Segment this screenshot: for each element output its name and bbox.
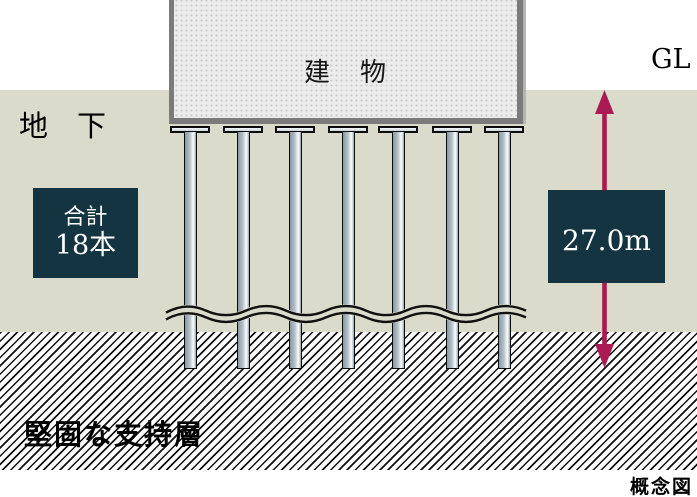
building: 建 物 (169, 0, 526, 124)
building-wall-texture (174, 0, 517, 118)
ground-level-label: GL (651, 44, 691, 75)
total-piles-box: 合計 18本 (33, 188, 138, 278)
pile (392, 131, 405, 369)
total-piles-line1: 合計 (63, 204, 108, 230)
bearing-stratum-label: 堅固な支持層 (24, 418, 205, 451)
pile (289, 131, 302, 369)
building-label: 建 物 (303, 58, 388, 88)
total-piles-line2: 18本 (54, 230, 117, 262)
depth-value: 27.0m (562, 224, 651, 257)
caption: 概念図 (630, 476, 694, 497)
pile (446, 131, 459, 369)
break-wave-lines (158, 296, 538, 336)
depth-box: 27.0m (548, 190, 665, 283)
underground-label: 地 下 (19, 109, 107, 143)
